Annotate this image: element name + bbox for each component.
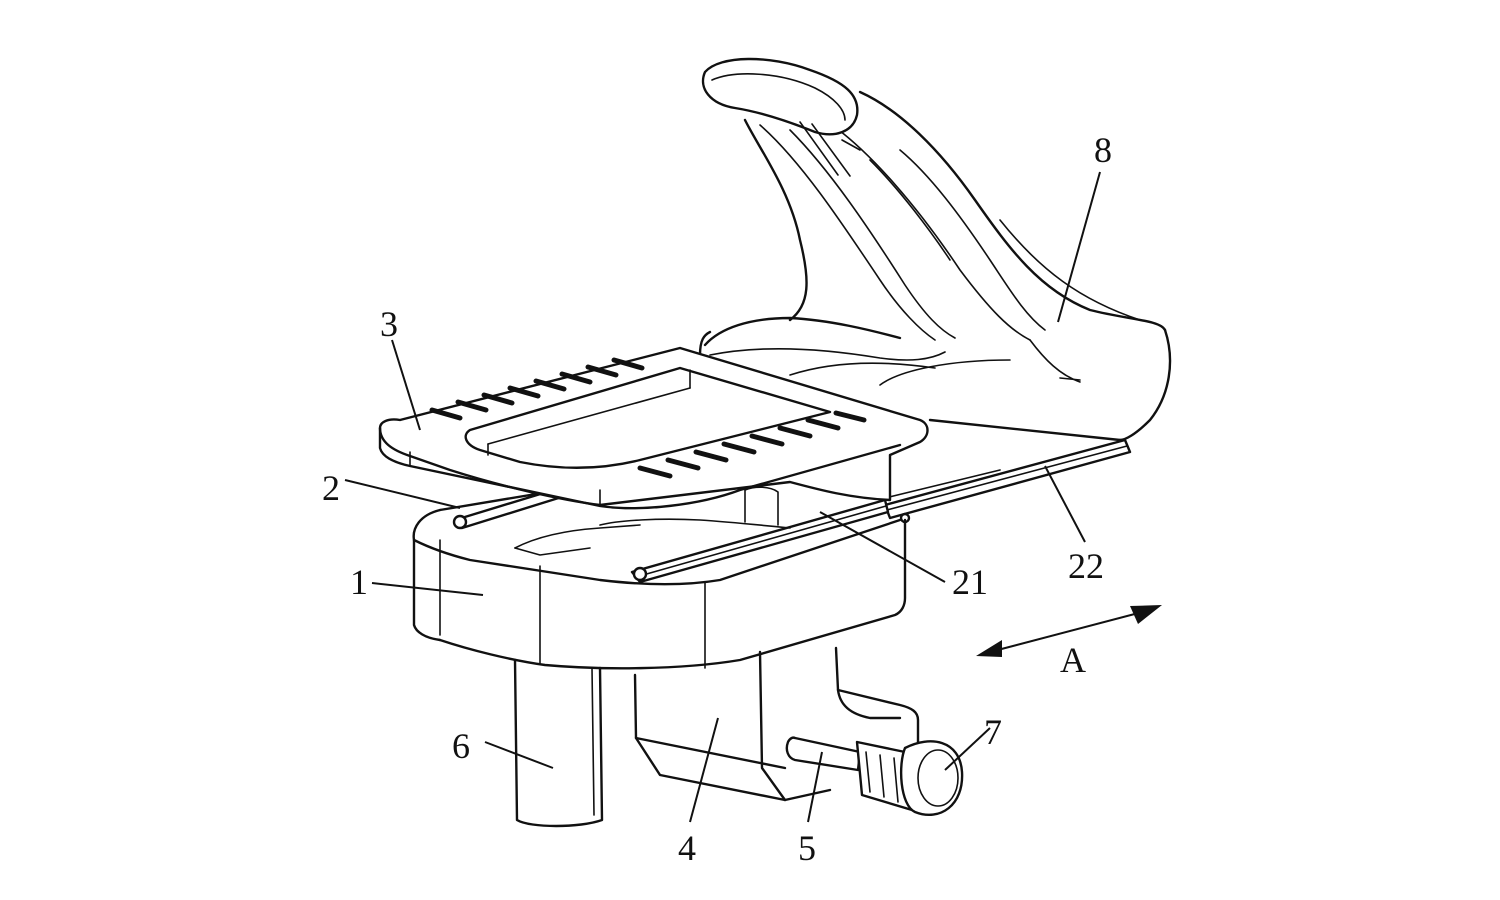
direction-arrow (976, 605, 1162, 657)
leader-lines (344, 171, 1101, 823)
reference-labels: 3 2 1 6 4 5 7 8 21 22 A (322, 130, 1112, 868)
label-direction-a: A (1060, 640, 1086, 680)
label-1: 1 (350, 562, 368, 602)
label-8: 8 (1094, 130, 1112, 170)
shaft-and-knob (785, 736, 964, 817)
seat (698, 57, 1172, 442)
frame-plate (378, 346, 929, 510)
label-7: 7 (984, 712, 1002, 752)
label-2: 2 (322, 468, 340, 508)
bracket-block (633, 646, 920, 802)
label-22: 22 (1068, 546, 1104, 586)
label-4: 4 (678, 828, 696, 868)
label-3: 3 (380, 304, 398, 344)
base-housing (412, 486, 907, 670)
label-21: 21 (952, 562, 988, 602)
label-5: 5 (798, 828, 816, 868)
label-6: 6 (452, 726, 470, 766)
support-column (513, 658, 604, 828)
